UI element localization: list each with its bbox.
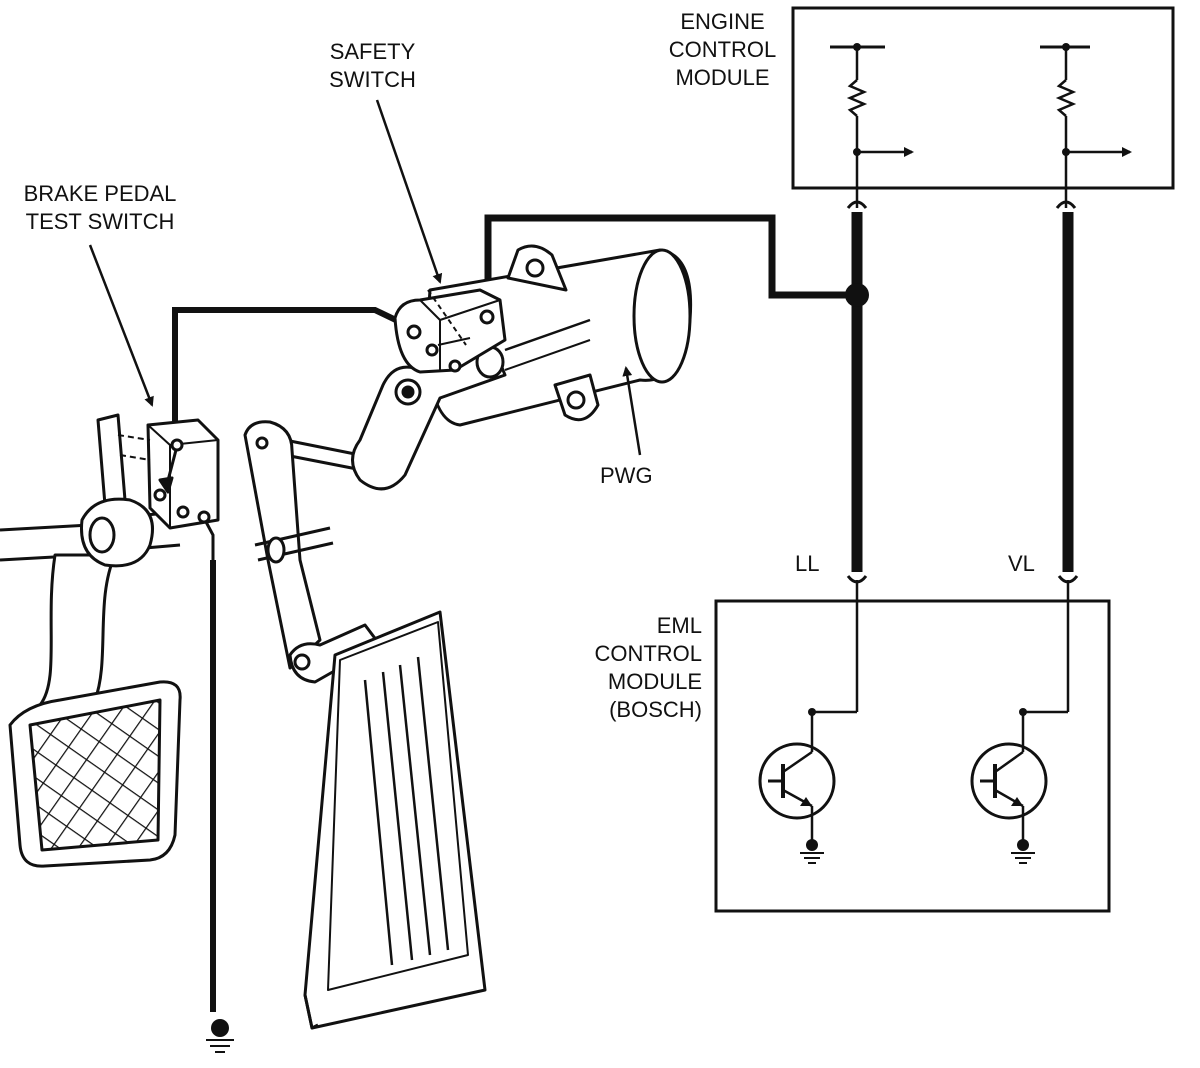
pwg-label: PWG [600, 463, 653, 488]
wire-brake-to-safety [172, 307, 402, 440]
eml-label: EML CONTROL MODULE (BOSCH) [560, 612, 702, 724]
brake-switch-label-line-2: TEST SWITCH [25, 209, 175, 234]
eml-label-line-2: CONTROL [594, 641, 702, 666]
brake-switch-label: BRAKE PEDAL TEST SWITCH [5, 180, 195, 236]
pwg-sensor [351, 244, 693, 491]
accelerator-pedal [243, 420, 487, 1030]
eml-label-line-4: (BOSCH) [609, 697, 702, 722]
ecm-label: ENGINE CONTROL MODULE [660, 8, 785, 92]
transistor-left [758, 700, 859, 864]
pointer-safety-switch [375, 99, 443, 284]
ecm-pullup-right [1040, 43, 1132, 208]
eml-label-line-3: MODULE [607, 669, 702, 694]
ecm-label-line-3: MODULE [675, 65, 770, 90]
wire-ll [845, 200, 869, 700]
transistor-right [970, 708, 1068, 864]
safety-switch-label-line-2: SWITCH [329, 67, 416, 92]
safety-switch-label: SAFETY SWITCH [315, 38, 430, 94]
ll-label: LL [795, 551, 820, 576]
safety-switch-label-line-1: SAFETY [329, 39, 416, 64]
vl-label: VL [1008, 551, 1035, 576]
pointer-brake-switch [88, 244, 154, 407]
wire-brake-ground [203, 519, 234, 1053]
wire-safety-to-ll [484, 214, 850, 300]
ecm-label-line-2: CONTROL [668, 37, 777, 62]
eml-control-module [714, 599, 1111, 913]
brake-pedal [0, 413, 182, 868]
brake-pedal-test-switch [117, 418, 220, 530]
ecm-pullup-left [830, 43, 914, 208]
eml-label-line-1: EML [656, 613, 702, 638]
ecm-label-line-1: ENGINE [680, 9, 765, 34]
safety-switch [393, 288, 507, 374]
wire-vl [1055, 200, 1079, 712]
pointer-pwg [622, 366, 642, 456]
engine-control-module [791, 6, 1175, 208]
brake-switch-label-line-1: BRAKE PEDAL [23, 181, 177, 206]
